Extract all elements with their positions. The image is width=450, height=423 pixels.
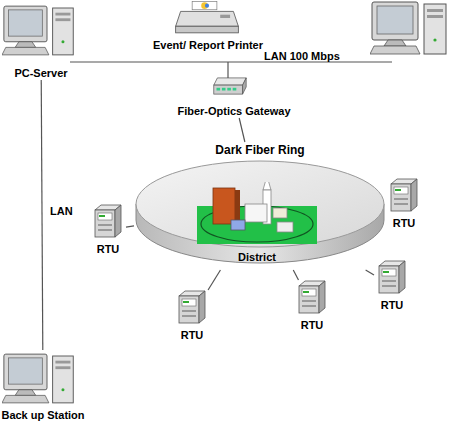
gateway-drop <box>227 62 228 78</box>
rtu-icon <box>377 260 407 294</box>
rtu-icon <box>93 204 123 238</box>
rtu-icon <box>379 261 405 293</box>
node-label: PC-Server <box>0 67 92 79</box>
rtu-icon <box>179 291 205 323</box>
rtu-icon <box>391 179 417 211</box>
pc-node: Back up Station <box>0 350 86 422</box>
rtu-icon <box>95 205 121 237</box>
node-label: Dark Fiber Ring <box>124 144 396 156</box>
node-label: Event/ Report Printer <box>150 39 266 51</box>
pc-node: PC-Server <box>0 0 82 80</box>
pc-icon <box>2 352 77 405</box>
printer-node: Event/ Report Printer <box>160 0 256 52</box>
building-side <box>235 190 240 224</box>
building <box>213 188 235 224</box>
disc-top <box>136 161 384 247</box>
switch-icon <box>212 76 248 96</box>
pc-icon <box>2 4 77 57</box>
network-link <box>366 270 374 275</box>
node-label: RTU <box>164 329 220 341</box>
node-label: RTU <box>284 319 340 331</box>
network-link <box>293 270 298 280</box>
network-link <box>208 270 220 290</box>
workstation-icon <box>370 2 446 54</box>
rtu-icon <box>297 280 327 314</box>
network-link <box>126 226 134 227</box>
rtu-icon <box>389 178 419 212</box>
node-label: District <box>183 251 331 263</box>
building <box>277 222 293 232</box>
node-label: Fiber-Optics Gateway <box>174 105 294 117</box>
building <box>273 208 287 218</box>
pc-icon <box>2 6 73 55</box>
network-label: LAN 100 Mbps <box>264 50 340 62</box>
node-label: Back up Station <box>0 409 96 421</box>
node-label: RTU <box>80 243 136 255</box>
pc-icon <box>2 354 73 403</box>
printer-icon <box>176 2 239 33</box>
switch-node: Fiber-Optics Gateway <box>184 74 284 118</box>
switch-icon <box>214 78 246 94</box>
link-label: LAN <box>50 205 73 217</box>
node-label: RTU <box>364 299 420 311</box>
fiber-ring: Dark Fiber RingDistrict <box>134 142 386 270</box>
network-link <box>41 80 43 350</box>
district-area: District <box>193 182 321 264</box>
network-link <box>239 118 245 142</box>
rtu-node: RTU <box>374 260 410 312</box>
rtu-icon <box>299 281 325 313</box>
building <box>245 204 267 222</box>
node-label: RTU <box>376 217 432 229</box>
tower-roof <box>263 182 271 190</box>
rtu-node: RTU <box>174 290 210 342</box>
rtu-icon <box>177 290 207 324</box>
rtu-node: RTU <box>294 280 330 332</box>
printer-icon <box>174 0 240 36</box>
lan-bus <box>70 61 392 62</box>
rtu-node: RTU <box>386 178 422 230</box>
rtu-node: RTU <box>90 204 126 256</box>
building <box>231 220 245 230</box>
